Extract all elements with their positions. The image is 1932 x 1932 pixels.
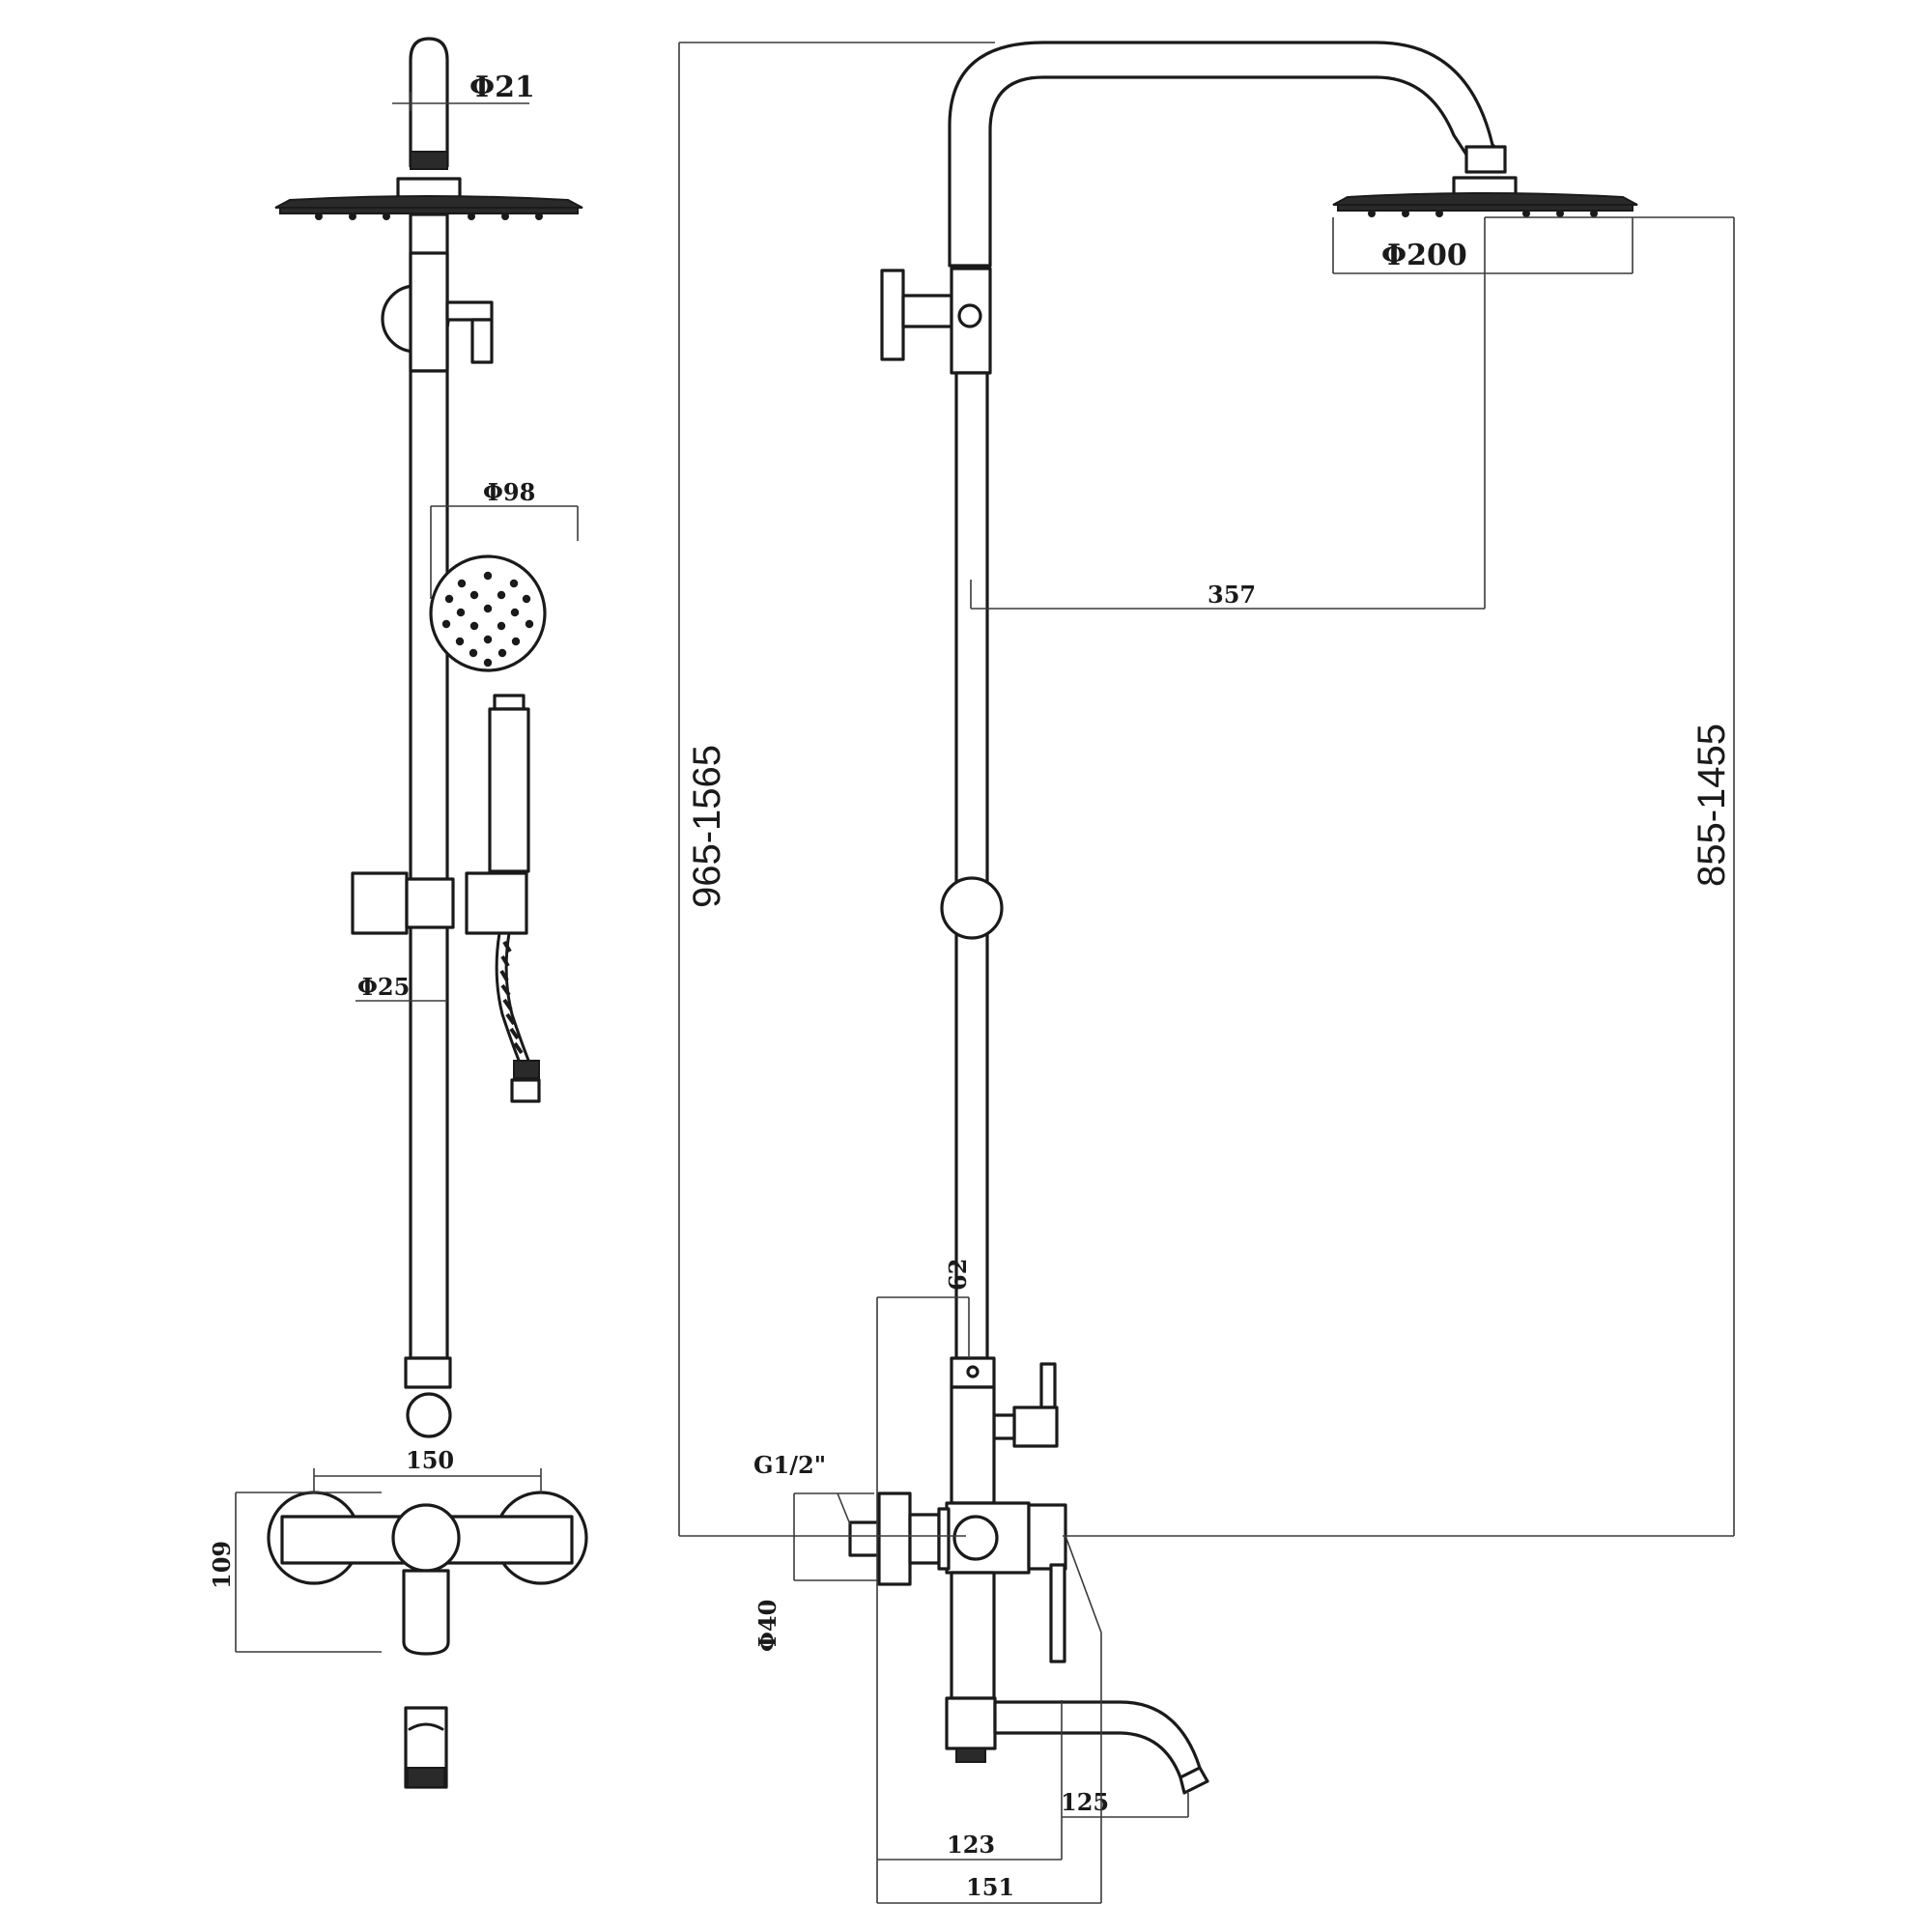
front-lower-connector xyxy=(404,1356,452,1389)
side-spout-connector xyxy=(945,1696,997,1750)
front-mixer-body xyxy=(267,1491,588,1789)
front-bracket-knob xyxy=(470,318,494,364)
dim-adjustable-height-head: 855-1455 xyxy=(1690,724,1733,887)
side-view xyxy=(848,41,1638,1795)
dim-handshower-dia: Φ98 xyxy=(483,478,535,506)
dim-overhead-outreach: 357 xyxy=(1208,581,1256,609)
dim-rain-head-dia: Φ200 xyxy=(1381,239,1467,272)
dim-diverter-offset: 62 xyxy=(944,1259,972,1291)
side-valve-cap xyxy=(952,1515,999,1561)
side-rain-head xyxy=(1332,176,1638,217)
side-overhead-arm xyxy=(948,41,1506,268)
side-wall-inlet xyxy=(848,1492,951,1586)
side-mixer-handle xyxy=(1027,1503,1102,1663)
front-view xyxy=(267,37,588,1789)
side-wall-bracket xyxy=(880,267,992,375)
front-diverter-knob xyxy=(406,1392,452,1438)
dim-top-arm-dia: Φ21 xyxy=(469,71,535,104)
dim-spout-length: 123 xyxy=(947,1831,995,1859)
side-slide-knob xyxy=(940,876,1004,940)
front-top-arm xyxy=(396,37,462,202)
dim-inlet-thread: G1/2" xyxy=(753,1451,826,1479)
front-upper-riser-over xyxy=(409,251,449,373)
side-riser xyxy=(954,371,989,1360)
dim-inlet-dia: Φ40 xyxy=(753,1600,781,1652)
side-diverter-knob xyxy=(992,1362,1059,1448)
hand-shower-nozzles xyxy=(441,571,534,668)
dim-mixer-centers: 150 xyxy=(406,1446,454,1474)
front-slide-bracket xyxy=(351,871,528,935)
front-sliding-rail xyxy=(409,369,449,1360)
front-rain-head xyxy=(274,195,583,220)
side-dimensions: 965-1565 Φ200 357 855-1455 62 G1/2" Φ40 xyxy=(678,42,1735,1904)
dim-mixer-height: 109 xyxy=(208,1541,236,1589)
side-valve-body xyxy=(950,1385,996,1505)
side-coupling-dot xyxy=(966,1365,980,1378)
side-spout-tip xyxy=(1179,1766,1209,1795)
dim-riser-dia: Φ25 xyxy=(357,973,410,1001)
dim-total-depth: 151 xyxy=(966,1873,1014,1901)
side-arm-nut xyxy=(1464,145,1507,174)
front-hose xyxy=(495,931,541,1103)
front-bracket-lever xyxy=(445,300,494,322)
side-bath-spout xyxy=(993,1700,1202,1779)
side-aerator xyxy=(955,1747,986,1763)
front-dimensions: Φ21 Φ98 Φ25 150 109 xyxy=(208,71,579,1653)
side-lower-body xyxy=(950,1571,996,1700)
dim-adjustable-height-total: 965-1565 xyxy=(686,745,728,908)
front-hand-shower xyxy=(429,554,547,873)
